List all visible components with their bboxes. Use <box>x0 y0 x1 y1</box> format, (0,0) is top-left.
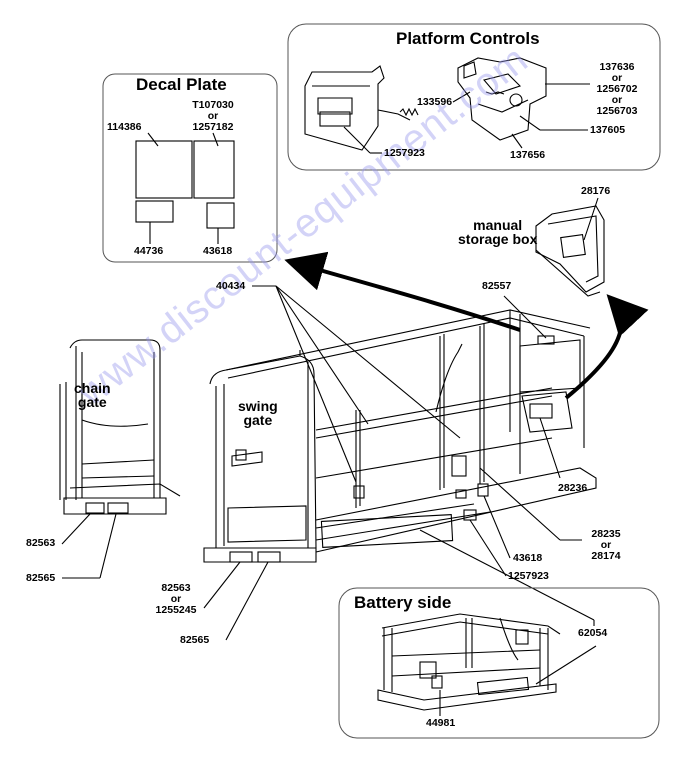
decal-plate-title: Decal Plate <box>136 75 227 94</box>
decal-82563-left <box>85 502 105 514</box>
label-28236: 28236 <box>558 482 588 494</box>
chain-gate-line1: chain <box>74 380 111 396</box>
label-82563-main-line2: or <box>170 593 182 605</box>
label-44981: 44981 <box>426 717 456 729</box>
main-platform <box>203 285 597 641</box>
decal-28235 <box>451 455 467 477</box>
label-82563-main: 82563 or 1255245 <box>150 583 202 616</box>
label-t107030-line1: T107030 <box>192 99 234 111</box>
manual-storage-box-art <box>535 197 605 297</box>
label-28176: 28176 <box>581 185 611 197</box>
label-28235-line2: or <box>600 539 612 551</box>
label-44736: 44736 <box>134 245 164 257</box>
decal-t107030 <box>193 140 235 199</box>
decal-1257923-top <box>319 111 351 127</box>
decal-43618 <box>477 483 489 497</box>
label-114386: 114386 <box>107 121 142 133</box>
chain-gate-line2: gate <box>77 394 107 410</box>
label-62054: 62054 <box>578 627 608 639</box>
decal-62054 <box>320 514 454 548</box>
swing-gate-callout: swing gate <box>238 399 278 427</box>
decal-114386 <box>135 140 193 199</box>
decal-44981 <box>431 675 443 689</box>
decal-plate-panel <box>102 73 278 263</box>
label-43618-plate: 43618 <box>203 245 233 257</box>
platform-controls-title: Platform Controls <box>396 29 540 48</box>
decal-82563-main <box>229 551 253 563</box>
swing-gate-line2: gate <box>243 412 273 428</box>
arrow-to-storage-box <box>564 294 649 400</box>
label-137605: 137605 <box>590 124 626 136</box>
platform-controls-panel <box>287 23 661 171</box>
label-28235-line1: 28235 <box>591 528 621 540</box>
label-43618: 43618 <box>513 552 543 564</box>
label-82565-main: 82565 <box>180 634 210 646</box>
chain-gate-callout: chain gate <box>74 381 111 409</box>
decal-28236 <box>529 403 553 419</box>
decal-40434-a <box>353 485 365 499</box>
label-137636-line1: 137636 <box>599 61 635 73</box>
label-137656: 137656 <box>510 149 546 161</box>
label-1257923-top: 1257923 <box>384 147 425 159</box>
label-28235: 28235 or 28174 <box>586 529 626 562</box>
manual-storage-box-line2: storage box <box>458 231 538 247</box>
arrow-to-decal-plate <box>284 251 521 332</box>
label-137636-line4: or <box>611 94 623 106</box>
decal-62054-battery <box>476 676 530 696</box>
label-137636: 137636 or 1256702 or 1256703 <box>592 62 642 117</box>
label-t107030-line2: or <box>207 110 219 122</box>
label-t107030-line3: 1257182 <box>192 121 234 133</box>
battery-side-title: Battery side <box>354 593 452 612</box>
battery-side-panel <box>338 587 660 739</box>
label-82565-left: 82565 <box>26 572 56 584</box>
label-28235-line3: 28174 <box>591 550 621 562</box>
decal-82565-main <box>257 551 281 563</box>
chain-gate-platform <box>59 339 181 579</box>
decal-82565-left <box>107 502 129 514</box>
label-40434: 40434 <box>216 280 246 292</box>
label-82563-main-line3: 1255245 <box>155 604 197 616</box>
label-82563-left: 82563 <box>26 537 56 549</box>
label-82557: 82557 <box>482 280 512 292</box>
swing-gate-line1: swing <box>238 398 278 414</box>
label-137636-line2: or <box>611 72 623 84</box>
manual-storage-box-line1: manual <box>473 217 523 233</box>
label-137636-line3: 1256702 <box>596 83 638 95</box>
manual-storage-box-callout: manual storage box <box>458 218 537 246</box>
label-82563-main-line1: 82563 <box>161 582 191 594</box>
label-133596: 133596 <box>417 96 453 108</box>
decal-43618 <box>206 202 235 229</box>
label-137636-line5: 1256703 <box>596 105 638 117</box>
decal-44736 <box>135 200 174 223</box>
decal-82557 <box>537 335 555 345</box>
label-t107030: T107030 or 1257182 <box>188 100 238 133</box>
label-1257923: 1257923 <box>508 570 549 582</box>
